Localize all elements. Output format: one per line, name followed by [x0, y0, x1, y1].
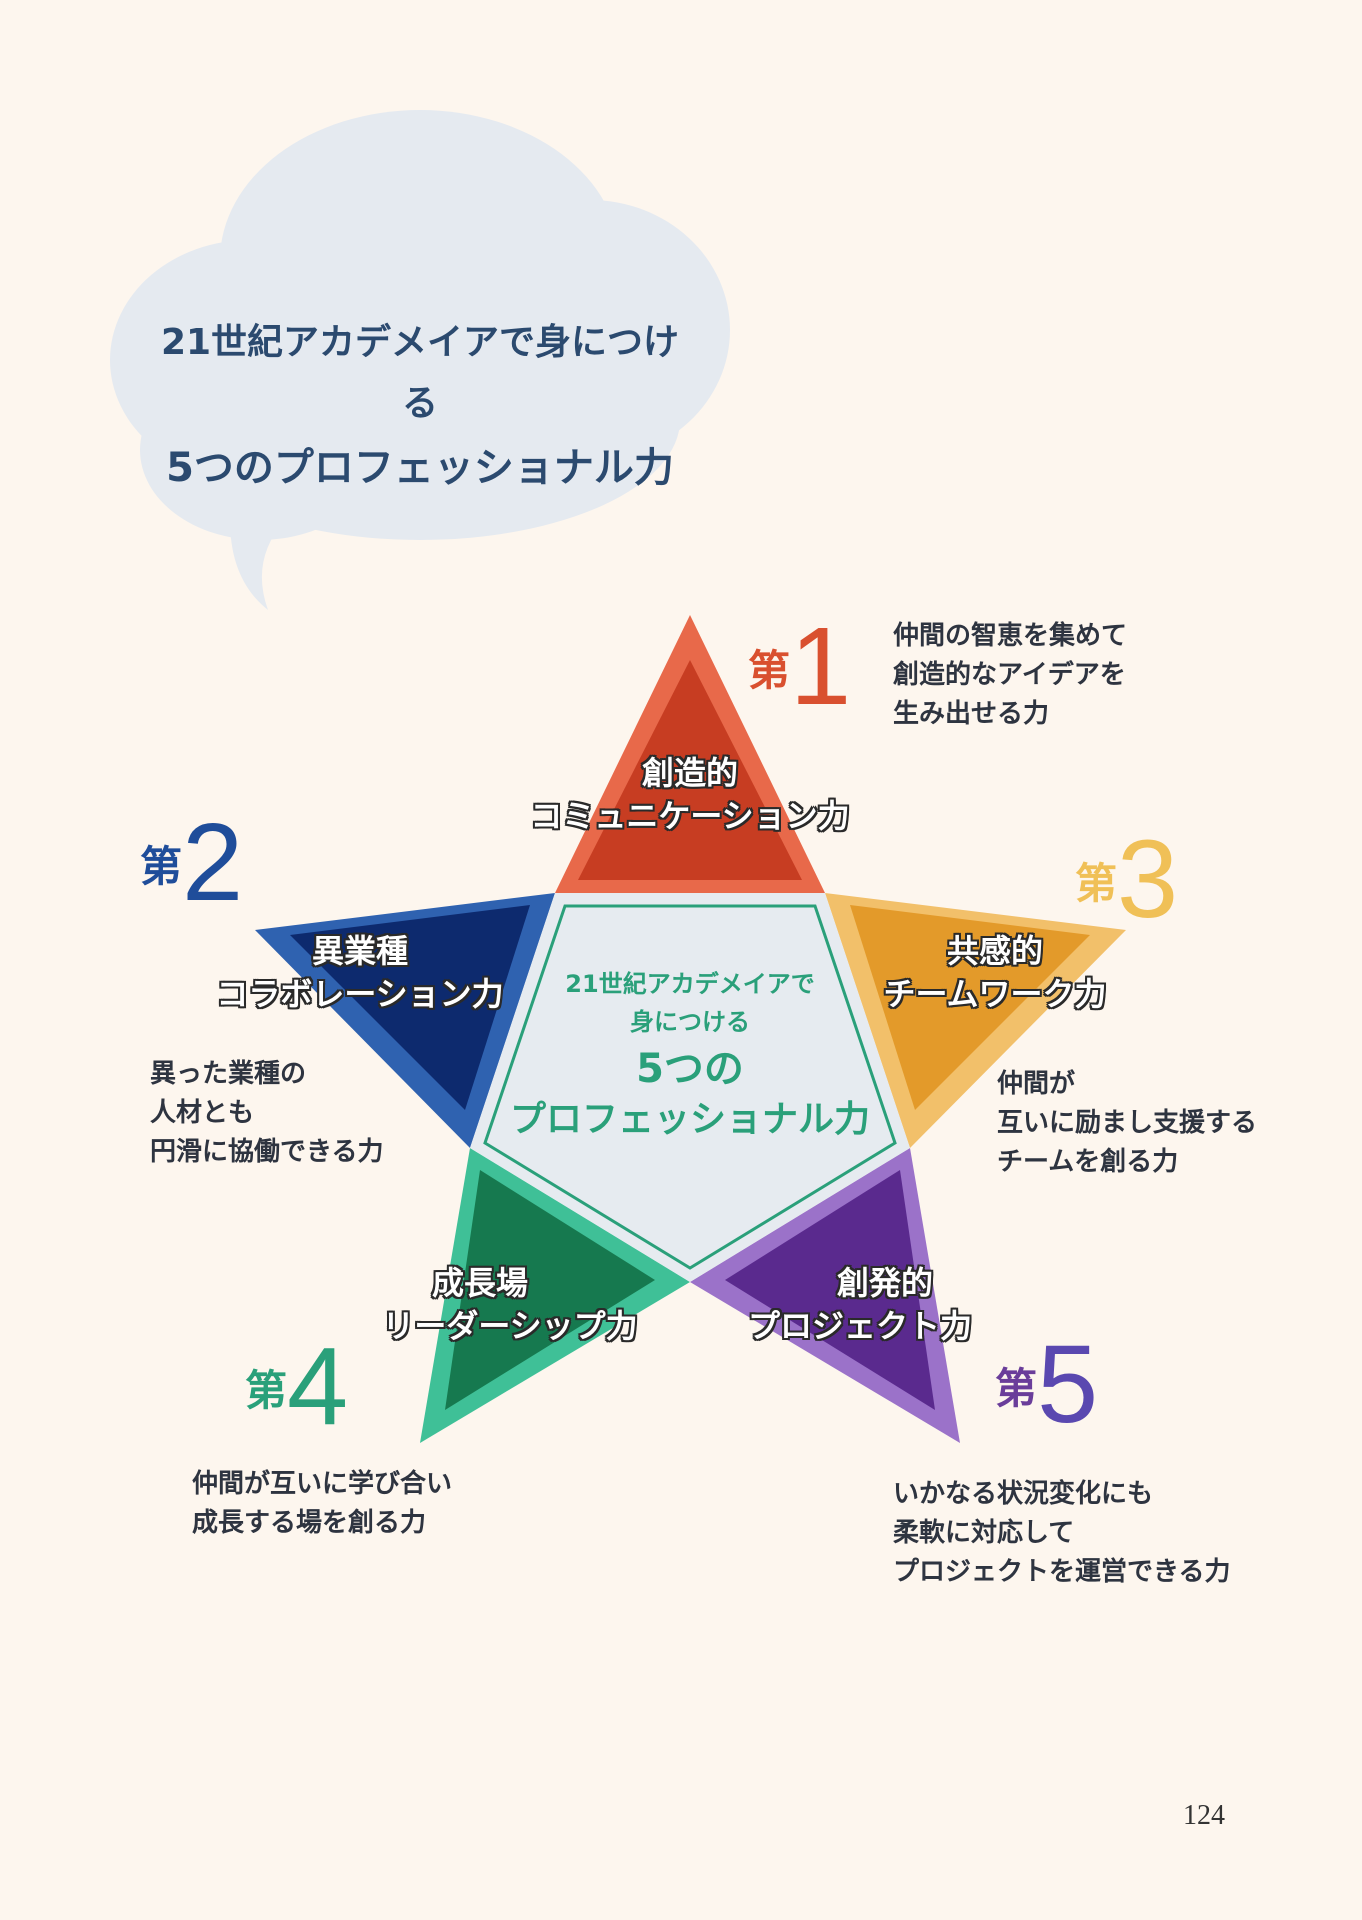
- rank-2-number: 2: [182, 801, 244, 924]
- point-5-label-line-2: プロジェクト力: [747, 1307, 972, 1346]
- rank-2-prefix: 第: [140, 842, 183, 891]
- star-point-3: [825, 893, 1126, 1148]
- star-point-1: [555, 615, 825, 893]
- point-2-description: 異った業種の 人材とも 円滑に協働できる力: [150, 1055, 383, 1172]
- point-5-label: 創発的 プロジェクト力: [730, 1262, 990, 1348]
- point-1-label-line-2: コミュニケーション力: [530, 797, 850, 836]
- center-line-1: 21世紀アカデメイアで: [565, 970, 815, 998]
- point-5-description: いかなる状況変化にも 柔軟に対応して プロジェクトを運営できる力: [893, 1475, 1230, 1592]
- point-4-label: 成長場 リーダーシップ力: [360, 1262, 660, 1348]
- star-point-2: [255, 893, 555, 1148]
- rank-5-prefix: 第: [995, 1364, 1038, 1413]
- point-1-label-line-1: 創造的: [641, 754, 738, 792]
- point-2-desc-line-2: 人材とも: [150, 1098, 255, 1128]
- page-number: 124: [1183, 1800, 1225, 1831]
- rank-4-prefix: 第: [245, 1366, 288, 1415]
- point-4-desc-line-1: 仲間が互いに学び合い: [192, 1469, 453, 1499]
- star-point-4: [420, 1148, 690, 1443]
- rank-2: 第 2: [140, 808, 243, 918]
- rank-5-number: 5: [1037, 1323, 1099, 1446]
- center-line-3: 5つの: [636, 1045, 744, 1092]
- point-3-label-line-1: 共感的: [946, 932, 1043, 970]
- point-4-description: 仲間が互いに学び合い 成長する場を創る力: [192, 1465, 452, 1543]
- point-2-desc-line-3: 円滑に協働できる力: [150, 1137, 384, 1167]
- rank-5: 第 5: [995, 1330, 1098, 1440]
- center-line-4: プロフェッショナル力: [509, 1098, 870, 1140]
- title-line-1: 21世紀アカデメイアで身につける: [160, 322, 680, 425]
- center-text: 21世紀アカデメイアで 身につける 5つの プロフェッショナル力: [500, 965, 880, 1144]
- point-1-description: 仲間の智恵を集めて 創造的なアイデアを 生み出せる力: [893, 617, 1127, 734]
- point-5-desc-line-3: プロジェクトを運営できる力: [893, 1557, 1231, 1587]
- title-line-2: 5つのプロフェッショナル力: [166, 445, 674, 492]
- rank-3-number: 3: [1117, 818, 1179, 941]
- center-line-2: 身につける: [630, 1008, 750, 1037]
- point-3-desc-line-3: チームを創る力: [997, 1147, 1179, 1177]
- point-5-desc-line-1: いかなる状況変化にも: [893, 1479, 1154, 1509]
- point-1-desc-line-1: 仲間の智恵を集めて: [893, 621, 1128, 651]
- point-1-desc-line-3: 生み出せる力: [893, 699, 1050, 729]
- point-4-desc-line-2: 成長する場を創る力: [192, 1508, 427, 1538]
- point-4-label-line-2: リーダーシップ力: [382, 1307, 638, 1346]
- rank-1-number: 1: [790, 605, 852, 728]
- rank-3: 第 3: [1075, 825, 1178, 935]
- point-3-desc-line-2: 互いに励まし支援する: [997, 1108, 1258, 1138]
- rank-1: 第 1: [748, 612, 851, 722]
- cloud-title: 21世紀アカデメイアで身につける 5つのプロフェッショナル力: [150, 312, 690, 502]
- rank-3-prefix: 第: [1075, 859, 1118, 908]
- point-5-label-line-1: 創発的: [836, 1264, 933, 1302]
- center-pentagon: [470, 893, 910, 1282]
- point-3-label-line-2: チームワーク力: [883, 975, 1107, 1014]
- point-3-description: 仲間が 互いに励まし支援する チームを創る力: [997, 1065, 1257, 1182]
- rank-4-number: 4: [287, 1325, 349, 1448]
- point-1-label: 創造的 コミュニケーション力: [510, 752, 870, 838]
- point-3-desc-line-1: 仲間が: [997, 1069, 1076, 1099]
- point-2-label: 異業種 コラボレーション力: [190, 930, 530, 1016]
- rank-1-prefix: 第: [748, 646, 791, 695]
- point-1-desc-line-2: 創造的なアイデアを: [893, 660, 1126, 690]
- point-2-label-line-2: コラボレーション力: [216, 975, 504, 1014]
- point-3-label: 共感的 チームワーク力: [850, 930, 1140, 1016]
- point-2-desc-line-1: 異った業種の: [150, 1059, 307, 1089]
- speech-cloud: [110, 110, 730, 610]
- point-4-label-line-1: 成長場: [431, 1264, 528, 1302]
- point-2-label-line-1: 異業種: [311, 932, 408, 970]
- point-5-desc-line-2: 柔軟に対応して: [893, 1518, 1075, 1548]
- rank-4: 第 4: [245, 1332, 348, 1442]
- star-point-5: [690, 1148, 960, 1443]
